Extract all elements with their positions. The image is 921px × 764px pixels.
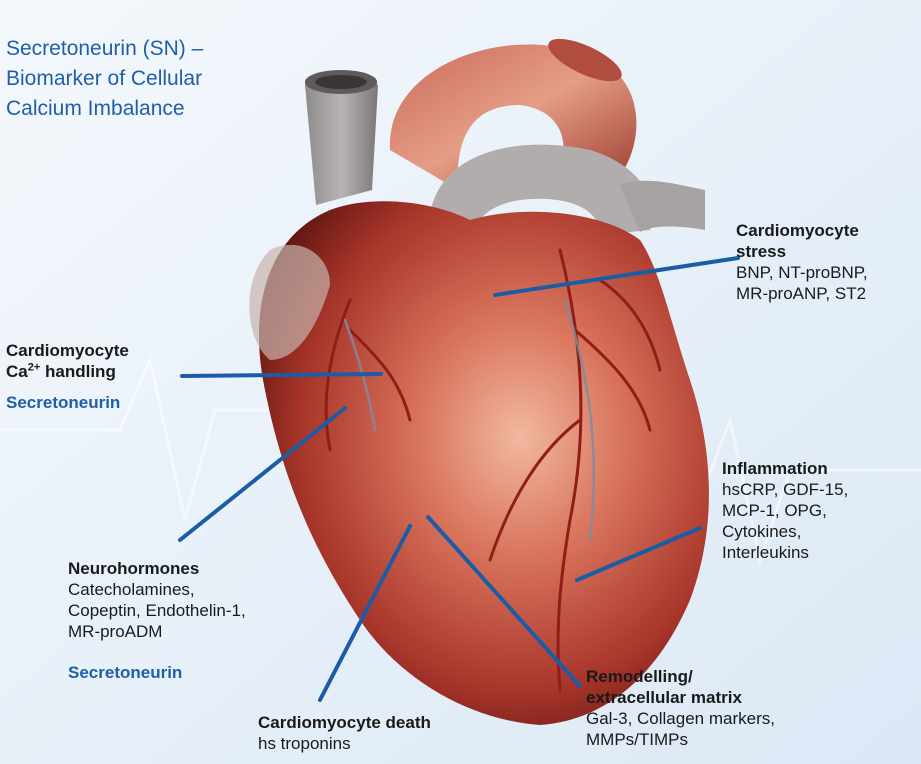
label-death: Cardiomyocyte death hs troponins bbox=[258, 712, 431, 754]
stress-heading-2: stress bbox=[736, 241, 868, 262]
calcium-handling: handling bbox=[40, 362, 116, 381]
label-inflammation: Inflammation hsCRP, GDF-15, MCP-1, OPG, … bbox=[722, 458, 848, 563]
label-remodelling: Remodelling/ extracellular matrix Gal-3,… bbox=[586, 666, 775, 750]
title-line-3: Calcium Imbalance bbox=[6, 94, 306, 124]
neuro-line-2: Copeptin, Endothelin-1, bbox=[68, 600, 246, 621]
label-neuro: Neurohormones Catecholamines, Copeptin, … bbox=[68, 558, 246, 683]
remodelling-heading-2: extracellular matrix bbox=[586, 687, 775, 708]
neuro-heading: Neurohormones bbox=[68, 558, 246, 579]
neuro-marker: Secretoneurin bbox=[68, 662, 246, 683]
diagram-title: Secretoneurin (SN) – Biomarker of Cellul… bbox=[6, 34, 306, 124]
inflammation-line-1: hsCRP, GDF-15, bbox=[722, 479, 848, 500]
label-calcium: Cardiomyocyte Ca2+ handling Secretoneuri… bbox=[6, 340, 129, 413]
inflammation-line-2: MCP-1, OPG, bbox=[722, 500, 848, 521]
label-stress: Cardiomyocyte stress BNP, NT-proBNP, MR-… bbox=[736, 220, 868, 304]
remodelling-heading-1: Remodelling/ bbox=[586, 666, 775, 687]
calcium-superscript: 2+ bbox=[28, 361, 41, 373]
calcium-marker: Secretoneurin bbox=[6, 392, 129, 413]
death-line-1: hs troponins bbox=[258, 733, 431, 754]
inflammation-line-4: Interleukins bbox=[722, 542, 848, 563]
title-line-2: Biomarker of Cellular bbox=[6, 64, 306, 94]
calcium-ca: Ca bbox=[6, 362, 28, 381]
stress-line-1: BNP, NT-proBNP, bbox=[736, 262, 868, 283]
title-line-1: Secretoneurin (SN) – bbox=[6, 34, 306, 64]
calcium-heading-1: Cardiomyocyte bbox=[6, 340, 129, 361]
calcium-heading-2: Ca2+ handling bbox=[6, 361, 129, 382]
stress-line-2: MR-proANP, ST2 bbox=[736, 283, 868, 304]
remodelling-line-1: Gal-3, Collagen markers, bbox=[586, 708, 775, 729]
neuro-line-1: Catecholamines, bbox=[68, 579, 246, 600]
inflammation-heading: Inflammation bbox=[722, 458, 848, 479]
stress-heading-1: Cardiomyocyte bbox=[736, 220, 868, 241]
death-heading: Cardiomyocyte death bbox=[258, 712, 431, 733]
connector-calcium bbox=[182, 374, 381, 376]
remodelling-line-2: MMPs/TIMPs bbox=[586, 729, 775, 750]
neuro-line-3: MR-proADM bbox=[68, 621, 246, 642]
inflammation-line-3: Cytokines, bbox=[722, 521, 848, 542]
